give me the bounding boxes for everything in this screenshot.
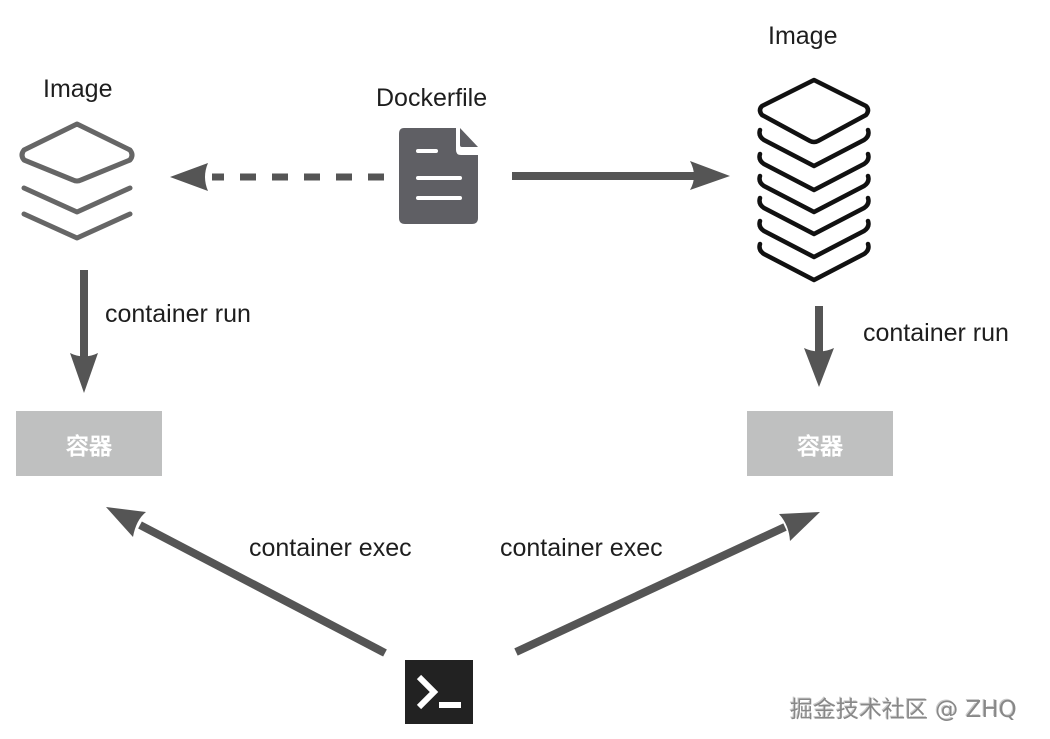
- left-container-label: 容器: [66, 433, 112, 460]
- right-container-box: 容器: [747, 411, 893, 476]
- arrowhead: [170, 163, 208, 191]
- left-image-label: Image: [43, 75, 113, 103]
- left-container-run-arrow: [70, 270, 98, 393]
- dockerfile-to-right-image-arrow: [512, 161, 730, 190]
- exec-right-label: container exec: [500, 534, 663, 562]
- arrowhead: [690, 161, 730, 190]
- right-container-run-label: container run: [863, 319, 1009, 347]
- left-container-box: 容器: [16, 411, 162, 476]
- dockerfile-label: Dockerfile: [376, 84, 488, 112]
- left-image-layers-icon: [19, 121, 135, 241]
- dockerfile-to-left-image-arrow: [170, 163, 384, 191]
- left-container-run-label: container run: [105, 300, 251, 328]
- exec-right-arrow: [514, 512, 820, 656]
- watermark: 掘金技术社区 @ ZHQ: [790, 697, 1017, 723]
- terminal-icon: [405, 660, 473, 724]
- right-container-label: 容器: [797, 433, 843, 460]
- right-image-layers-icon: [757, 77, 871, 283]
- terminal-prompt-icon: [416, 674, 461, 710]
- right-container-run-arrow: [804, 306, 834, 387]
- exec-left-label: container exec: [249, 534, 412, 562]
- right-image-label: Image: [768, 22, 838, 50]
- dockerfile-document-icon: [399, 128, 478, 224]
- exec-left-arrow: [106, 507, 387, 657]
